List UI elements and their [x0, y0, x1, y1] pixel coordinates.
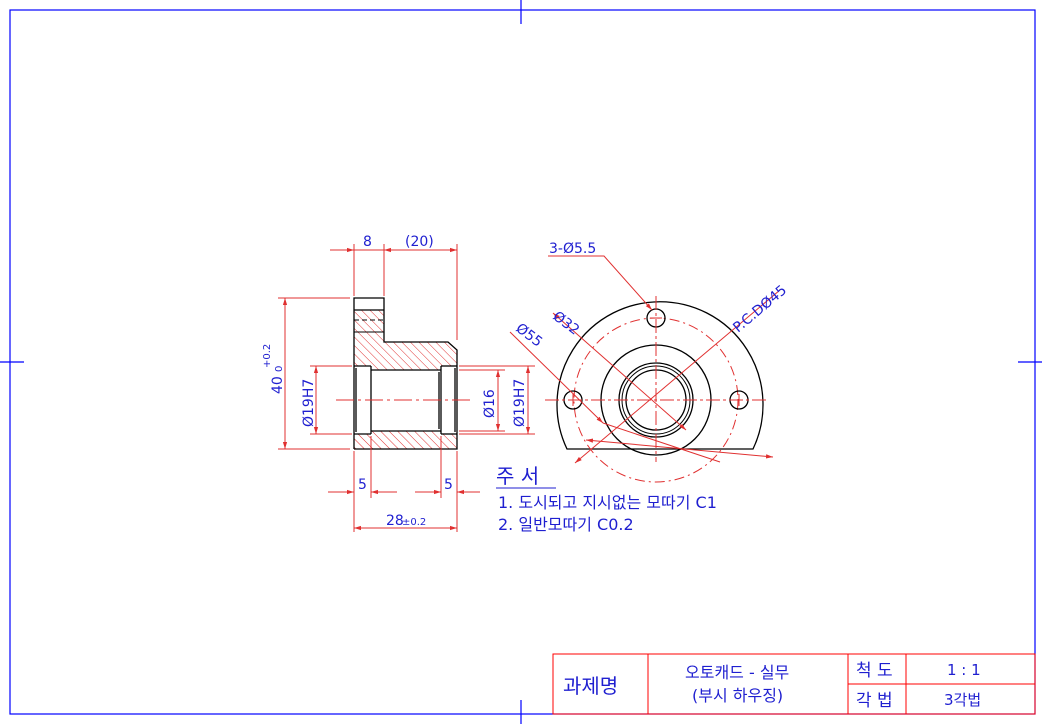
section-dimensions — [278, 244, 535, 532]
dim-left-5: 5 — [358, 477, 367, 493]
dim-28-tol: ±0.2 — [402, 517, 426, 528]
dim-right-bore: Ø19H7 — [512, 379, 528, 427]
projection-label: 각 법 — [856, 691, 893, 711]
dim-28: 28 — [386, 513, 404, 529]
notes-title: 주 서 — [496, 464, 539, 488]
title-block-name-2: (부시 하우징) — [692, 686, 783, 705]
dim-center-bore: Ø16 — [482, 389, 498, 418]
dim-left-bore: Ø19H7 — [301, 379, 317, 427]
dim-55: Ø55 — [513, 320, 546, 350]
front-leaders — [509, 255, 781, 464]
hatch-upper — [354, 310, 457, 370]
hatch-lower — [354, 431, 457, 449]
dim-right-5: 5 — [444, 477, 453, 493]
dim-20: (20) — [405, 234, 434, 250]
dim-pcd: P.C.DØ45 — [730, 282, 790, 336]
projection-value: 3각법 — [944, 691, 981, 709]
title-block-name-1: 오토캐드 - 실무 — [685, 663, 789, 682]
dim-40: 40 — [270, 376, 286, 394]
note-2: 2. 일반모따기 C0.2 — [498, 515, 634, 534]
note-1: 1. 도시되고 지시없는 모따기 C1 — [498, 493, 717, 512]
drawing-border — [9, 9, 1036, 715]
scale-value: 1 : 1 — [947, 661, 981, 679]
dim-40-tol-upper: +0.2 — [262, 344, 273, 368]
dim-holes: 3-Ø5.5 — [549, 241, 596, 257]
part-outline — [353, 297, 458, 450]
dim-40-tol-lower: 0 — [274, 366, 285, 372]
section-view — [336, 297, 472, 450]
title-block-label: 과제명 — [563, 674, 618, 698]
scale-label: 척 도 — [856, 661, 893, 681]
dim-8: 8 — [363, 234, 372, 250]
title-block — [552, 653, 1036, 715]
